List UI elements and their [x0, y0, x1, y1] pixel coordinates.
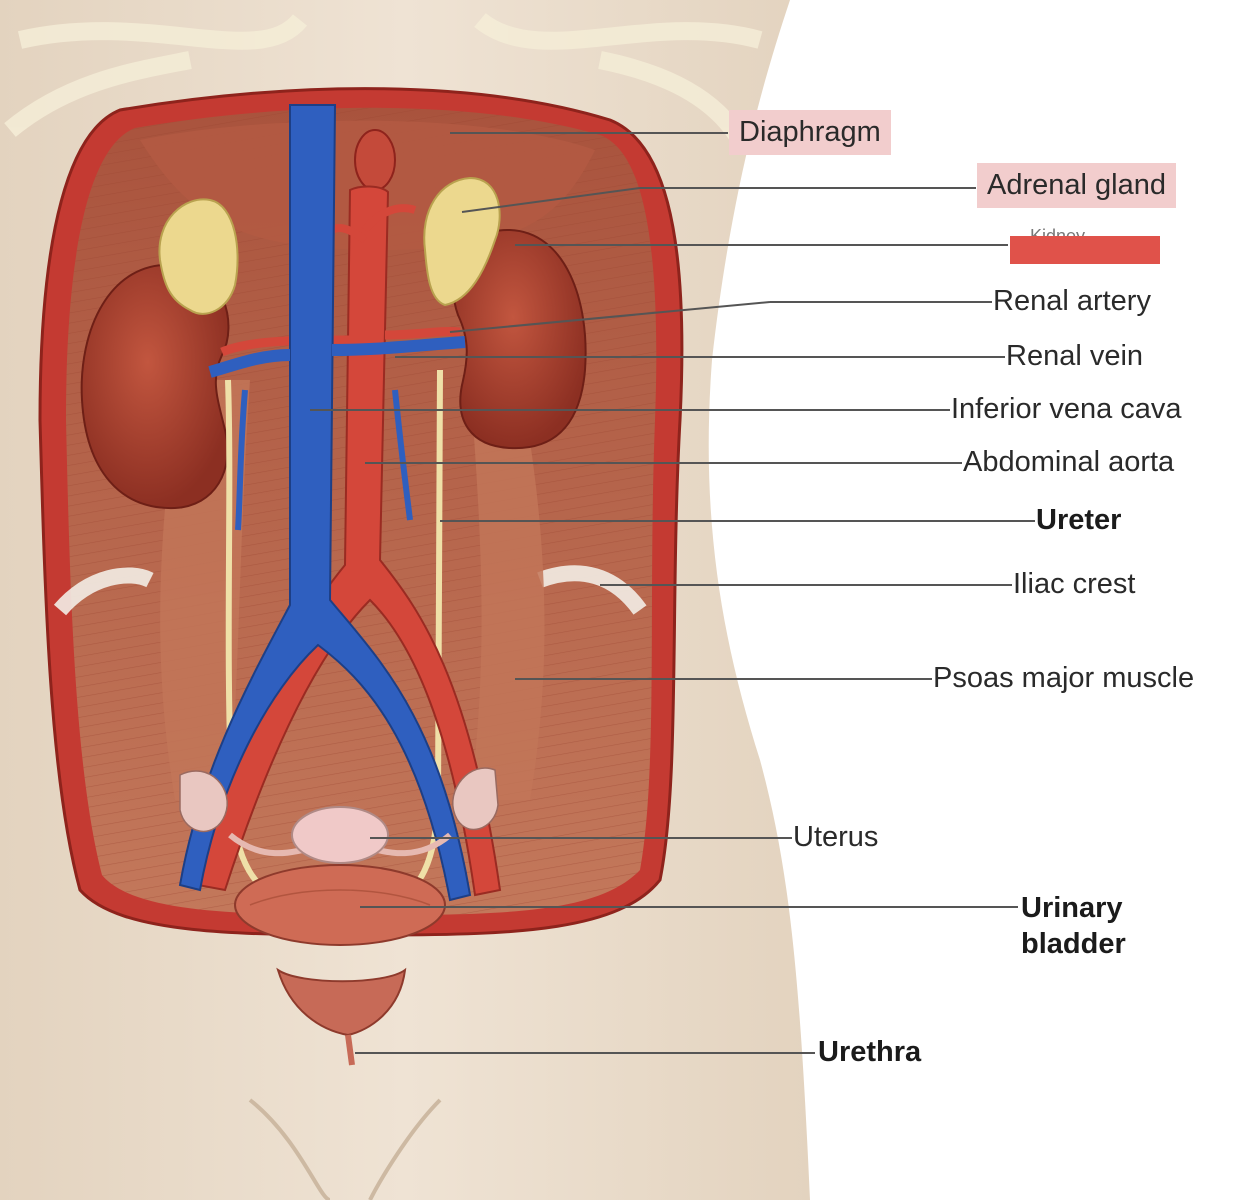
gonadal-veins: [235, 389, 413, 531]
urinary-bladder-organ: [234, 864, 446, 946]
kidney-redaction-overlay: [1010, 236, 1160, 264]
leader-lines: [310, 132, 1035, 1054]
psoas-right: [470, 380, 545, 800]
label-renal-artery: Renal artery: [993, 285, 1151, 317]
label-ureter: Ureter: [1036, 504, 1122, 536]
uterus-organ: [291, 806, 389, 864]
label-uterus: Uterus: [793, 821, 879, 853]
urethra-organ: [345, 1034, 355, 1066]
label-diaphragm: Diaphragm: [729, 110, 891, 156]
esophagus: [354, 129, 396, 191]
adrenal-left: [158, 198, 239, 315]
iliac-crest-right: [537, 565, 647, 615]
label-urinary-bladder: Urinary bladder: [1021, 892, 1126, 961]
renal-vein-paths: [208, 336, 466, 378]
label-adrenal-gland: Adrenal gland: [977, 163, 1176, 209]
label-inferior-vena-cava: Inferior vena cava: [951, 393, 1182, 425]
label-abdominal-aorta: Abdominal aorta: [963, 446, 1175, 478]
pelvic-contour: [248, 1098, 442, 1200]
label-urethra: Urethra: [818, 1036, 922, 1068]
iliac-crest-left: [53, 567, 154, 616]
label-iliac-crest: Iliac crest: [1013, 568, 1136, 600]
rib-cage: [4, 12, 763, 145]
label-psoas-major-muscle: Psoas major muscle: [933, 662, 1195, 694]
bladder-lower: [276, 967, 407, 1037]
label-renal-vein: Renal vein: [1006, 340, 1144, 372]
